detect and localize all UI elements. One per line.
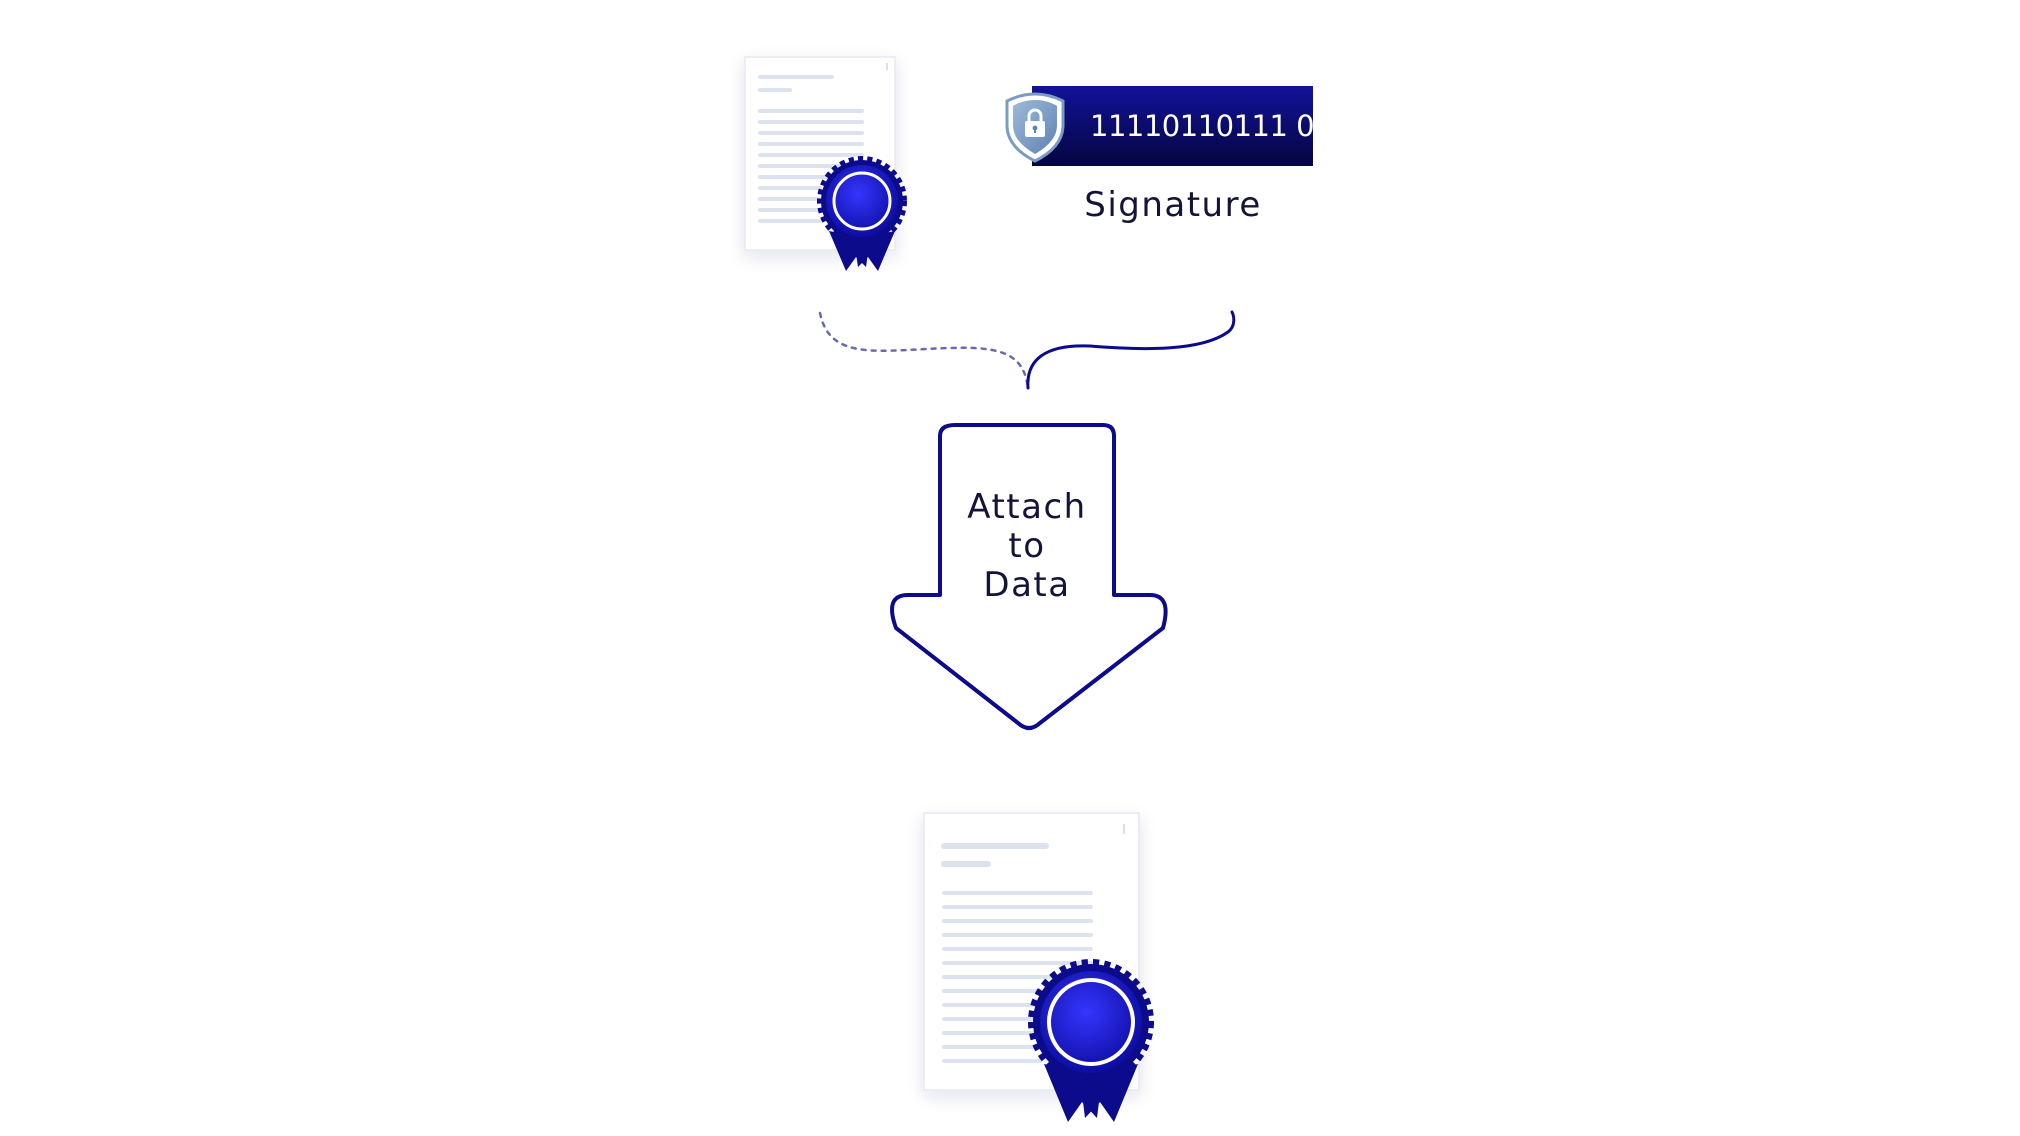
solid-connector xyxy=(1026,310,1236,390)
seal-badge-icon xyxy=(817,156,907,271)
dotted-connector xyxy=(818,311,1030,390)
signature-block: 11110110111 0 Signature xyxy=(1005,86,1315,225)
signature-binary: 11110110111 0 xyxy=(1090,109,1314,143)
arrow-text-line-3: Data xyxy=(983,565,1070,605)
attach-arrow: Attach to Data xyxy=(890,423,1168,730)
shield-lock-icon xyxy=(1005,92,1065,163)
arrow-text-line-1: Attach xyxy=(967,487,1086,527)
signature-bar xyxy=(1032,86,1313,166)
source-document xyxy=(744,40,920,251)
arrow-text-line-2: to xyxy=(1008,526,1045,566)
signature-label: Signature xyxy=(1084,185,1262,225)
seal-badge-icon-large xyxy=(1028,959,1154,1122)
